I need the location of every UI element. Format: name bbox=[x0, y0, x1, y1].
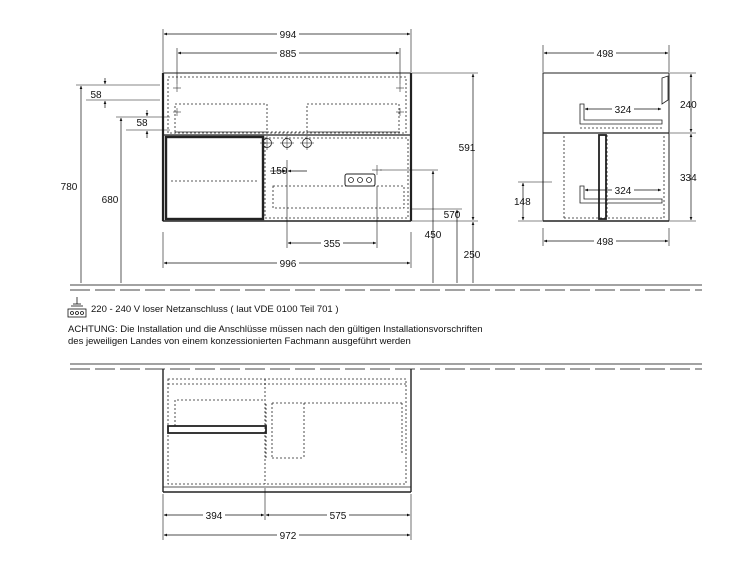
plan-view bbox=[162, 369, 412, 493]
dim-996: 996 bbox=[280, 259, 297, 270]
floor-line-upper bbox=[70, 284, 702, 291]
side-view bbox=[542, 72, 670, 222]
installation-warning-line1: ACHTUNG: Die Installation und die Anschl… bbox=[68, 324, 483, 335]
dim-plan-575: 575 bbox=[330, 511, 347, 522]
power-socket-icon bbox=[67, 297, 87, 318]
dim-side-324-upper: 324 bbox=[615, 105, 632, 116]
installation-warning-line2: des jeweiligen Landes von einem konzessi… bbox=[68, 336, 411, 347]
dim-58-upper: 58 bbox=[90, 90, 102, 101]
dim-570: 570 bbox=[444, 210, 461, 221]
dim-side-240: 240 bbox=[680, 100, 697, 111]
floor-line-lower bbox=[70, 363, 702, 370]
dim-150: 150 bbox=[271, 166, 288, 177]
dimension-labels: 994 885 996 355 150 58 58 780 680 591 57… bbox=[59, 28, 697, 542]
front-view bbox=[161, 72, 413, 222]
dim-355: 355 bbox=[324, 239, 341, 250]
dim-250: 250 bbox=[464, 250, 481, 261]
dim-side-148: 148 bbox=[514, 197, 531, 208]
dim-591: 591 bbox=[459, 143, 476, 154]
dim-450: 450 bbox=[425, 230, 442, 241]
dim-plan-972: 972 bbox=[280, 531, 297, 542]
dim-plan-394: 394 bbox=[206, 511, 223, 522]
dim-side-498-top: 498 bbox=[597, 49, 614, 60]
dim-780: 780 bbox=[61, 182, 78, 193]
power-connection-note: 220 - 240 V loser Netzanschluss ( laut V… bbox=[91, 304, 339, 315]
dim-58-lower: 58 bbox=[136, 118, 148, 129]
dim-680: 680 bbox=[102, 195, 119, 206]
dim-994: 994 bbox=[280, 30, 297, 41]
dim-side-498-bottom: 498 bbox=[597, 237, 614, 248]
dim-side-324-lower: 324 bbox=[615, 186, 632, 197]
dim-side-334: 334 bbox=[680, 173, 697, 184]
dim-885: 885 bbox=[280, 49, 297, 60]
